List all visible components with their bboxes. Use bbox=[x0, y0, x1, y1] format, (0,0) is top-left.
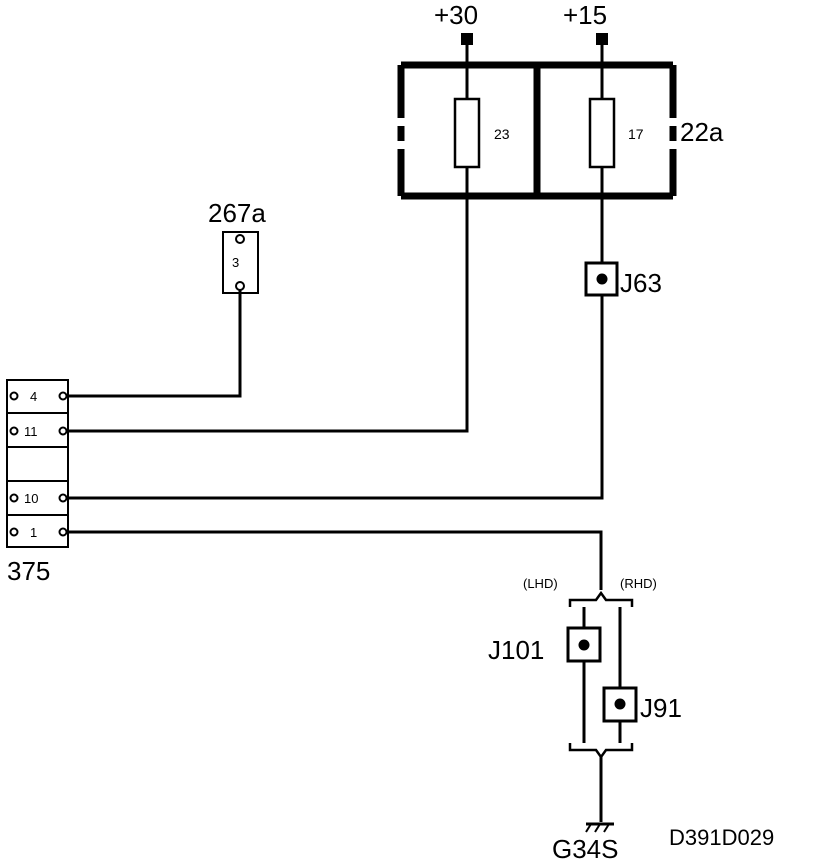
connector-pin-1: 1 bbox=[30, 525, 37, 540]
wire-pin1-ground bbox=[68, 530, 603, 590]
bottom-brace bbox=[568, 743, 634, 760]
connector-375-label: 375 bbox=[7, 556, 50, 586]
ground-icon bbox=[585, 822, 614, 833]
junction-j91-dot bbox=[614, 698, 626, 710]
connector-pin-4: 4 bbox=[30, 389, 37, 404]
fuse-23 bbox=[453, 97, 481, 169]
variant-rhd-label: (RHD) bbox=[620, 576, 657, 591]
component-267a-pin-top bbox=[235, 234, 245, 244]
junction-j63-dot bbox=[596, 273, 608, 285]
junction-j63-label: J63 bbox=[620, 268, 662, 298]
component-267a-label: 267a bbox=[208, 198, 266, 228]
component-267a-pin-bottom bbox=[235, 281, 245, 291]
supply-label-15: +15 bbox=[563, 0, 607, 30]
connector-375 bbox=[6, 379, 69, 548]
wire-plus30-pin11 bbox=[68, 45, 469, 433]
fuse-17-label: 17 bbox=[628, 126, 644, 142]
fuse-box-22a bbox=[397, 61, 677, 200]
supply-terminal-30 bbox=[461, 33, 473, 45]
ground-label: G34S bbox=[552, 834, 619, 864]
junction-j101-label: J101 bbox=[488, 635, 544, 665]
supply-label-30: +30 bbox=[434, 0, 478, 30]
fuse-17 bbox=[588, 97, 616, 169]
supply-terminal-15 bbox=[596, 33, 608, 45]
connector-pin-11: 11 bbox=[24, 424, 38, 439]
fuse-23-label: 23 bbox=[494, 126, 510, 142]
fuse-box-label: 22a bbox=[680, 117, 724, 147]
variant-lhd-label: (LHD) bbox=[523, 576, 558, 591]
wire-plus15-pin10 bbox=[68, 45, 604, 500]
top-brace bbox=[568, 590, 634, 607]
drawing-code: D391D029 bbox=[669, 825, 774, 850]
connector-pin-10: 10 bbox=[24, 491, 38, 506]
junction-j91-label: J91 bbox=[640, 693, 682, 723]
wire-267a-pin4 bbox=[68, 290, 242, 398]
component-267a-pin-label: 3 bbox=[232, 255, 239, 270]
junction-j101-dot bbox=[578, 639, 590, 651]
